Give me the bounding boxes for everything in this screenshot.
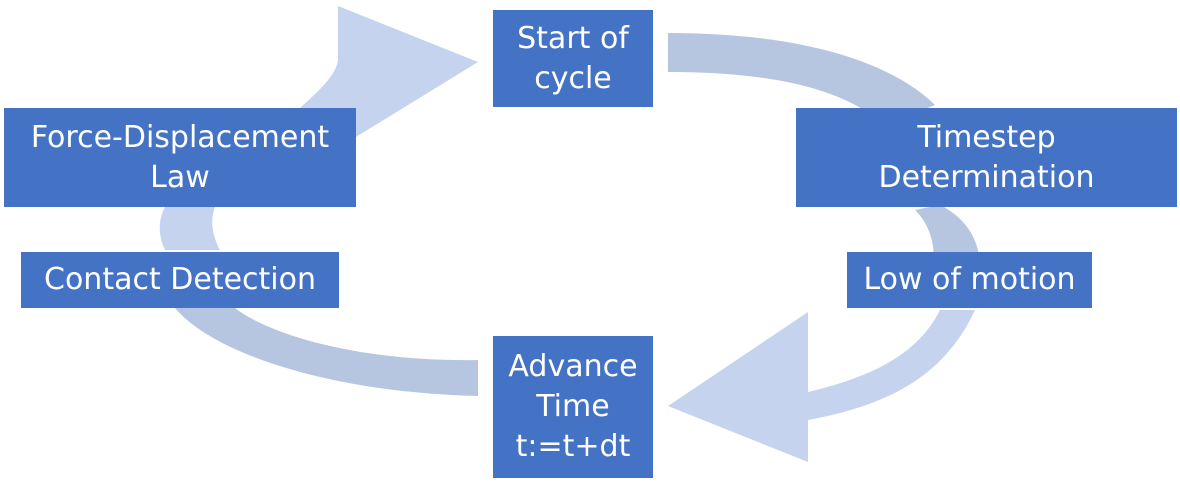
node-label-line: Advance <box>508 349 638 384</box>
node-label-line: Determination <box>878 159 1095 195</box>
node-label-line: cycle <box>534 60 612 96</box>
node-force-displacement-law: Force-Displacement Law <box>4 108 356 207</box>
node-label-line: Contact Detection <box>44 262 316 297</box>
node-advance-time: Advance Time t:=t+dt <box>493 336 653 478</box>
node-timestep-determination: Timestep Determination <box>796 108 1177 207</box>
node-contact-detection: Contact Detection <box>21 252 339 308</box>
node-label-line: Start of <box>517 20 629 56</box>
arrow-contact-to-force <box>159 207 220 250</box>
node-start-of-cycle: Start of cycle <box>493 10 653 107</box>
node-law-of-motion: Low of motion <box>847 252 1092 308</box>
node-label-line: Time <box>536 389 610 424</box>
arrow-advance-to-contact <box>175 308 478 396</box>
node-label-line: Law <box>150 159 210 195</box>
node-label-line: t:=t+dt <box>515 429 631 464</box>
node-label-line: Force-Displacement <box>30 119 330 155</box>
arrow-start-to-timestep <box>668 33 935 125</box>
arrow-motion-to-advance <box>668 310 975 462</box>
node-label-line: Low of motion <box>863 262 1076 297</box>
node-label-line: Timestep <box>917 119 1056 155</box>
